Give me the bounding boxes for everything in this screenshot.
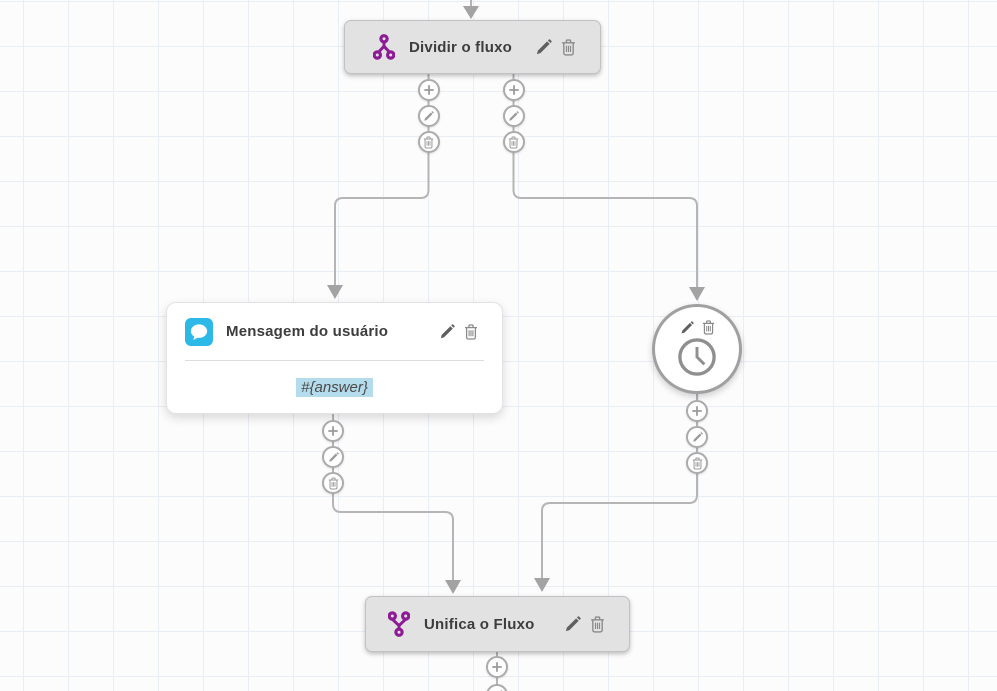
trash-icon: [590, 616, 605, 633]
trash-icon: [702, 320, 715, 335]
edit-branch-button[interactable]: [686, 426, 708, 448]
trash-icon: [561, 39, 576, 56]
add-step-button[interactable]: [417, 79, 440, 101]
variable-chip[interactable]: #{answer}: [296, 377, 373, 397]
node-merge-flow[interactable]: Unifica o Fluxo: [365, 596, 630, 652]
pencil-icon: [564, 616, 581, 633]
split-flow-icon: [373, 34, 395, 60]
node-split-flow[interactable]: Dividir o fluxo: [344, 20, 601, 74]
plus-icon: [508, 84, 520, 96]
connector-split-to-timer: [512, 74, 705, 301]
delete-node-button[interactable]: [590, 616, 605, 633]
pencil-icon: [508, 111, 519, 122]
plus-icon: [691, 405, 703, 417]
edit-node-button[interactable]: [680, 321, 694, 335]
merge-flow-icon: [388, 611, 410, 637]
trash-icon: [423, 136, 434, 149]
delete-branch-button[interactable]: [686, 452, 708, 474]
pencil-icon: [423, 111, 434, 122]
delete-node-button[interactable]: [561, 39, 576, 56]
chat-bubble-icon: [185, 317, 213, 346]
delete-branch-button[interactable]: [417, 131, 440, 153]
edit-node-button[interactable]: [564, 616, 581, 633]
connector-into-split: [463, 0, 479, 19]
node-title: Unifica o Fluxo: [424, 615, 535, 633]
pencil-icon: [439, 324, 455, 340]
edit-branch-button[interactable]: [417, 105, 440, 127]
add-step-button[interactable]: [502, 79, 525, 101]
edit-branch-button[interactable]: [502, 105, 525, 127]
divider: [185, 360, 484, 361]
trash-icon: [692, 457, 703, 470]
delete-node-button[interactable]: [464, 324, 478, 340]
pencil-icon: [680, 321, 694, 335]
edit-node-button[interactable]: [535, 39, 552, 56]
trash-icon: [328, 477, 339, 490]
connector-split-to-message: [327, 74, 430, 299]
delete-branch-button[interactable]: [322, 472, 344, 494]
edit-node-button[interactable]: [439, 324, 455, 340]
add-step-button[interactable]: [486, 656, 508, 678]
node-title: Mensagem do usuário: [226, 323, 389, 340]
connector-message-to-merge: [332, 414, 461, 594]
add-step-button[interactable]: [322, 420, 344, 442]
plus-icon: [327, 425, 339, 437]
add-step-button[interactable]: [686, 400, 708, 422]
pencil-icon: [692, 432, 703, 443]
delete-node-button[interactable]: [702, 320, 715, 335]
node-user-message[interactable]: Mensagem do usuário #{answer}: [166, 302, 503, 414]
pencil-icon: [535, 39, 552, 56]
pencil-icon: [328, 452, 339, 463]
clock-icon: [676, 336, 718, 378]
edit-branch-button[interactable]: [322, 446, 344, 468]
node-title: Dividir o fluxo: [409, 38, 513, 56]
edit-branch-button[interactable]: [486, 684, 508, 691]
node-timer[interactable]: [652, 304, 742, 394]
connector-timer-to-merge: [534, 393, 698, 592]
delete-branch-button[interactable]: [502, 131, 525, 153]
plus-icon: [423, 84, 435, 96]
trash-icon: [508, 136, 519, 149]
trash-icon: [464, 324, 478, 340]
plus-icon: [491, 661, 503, 673]
